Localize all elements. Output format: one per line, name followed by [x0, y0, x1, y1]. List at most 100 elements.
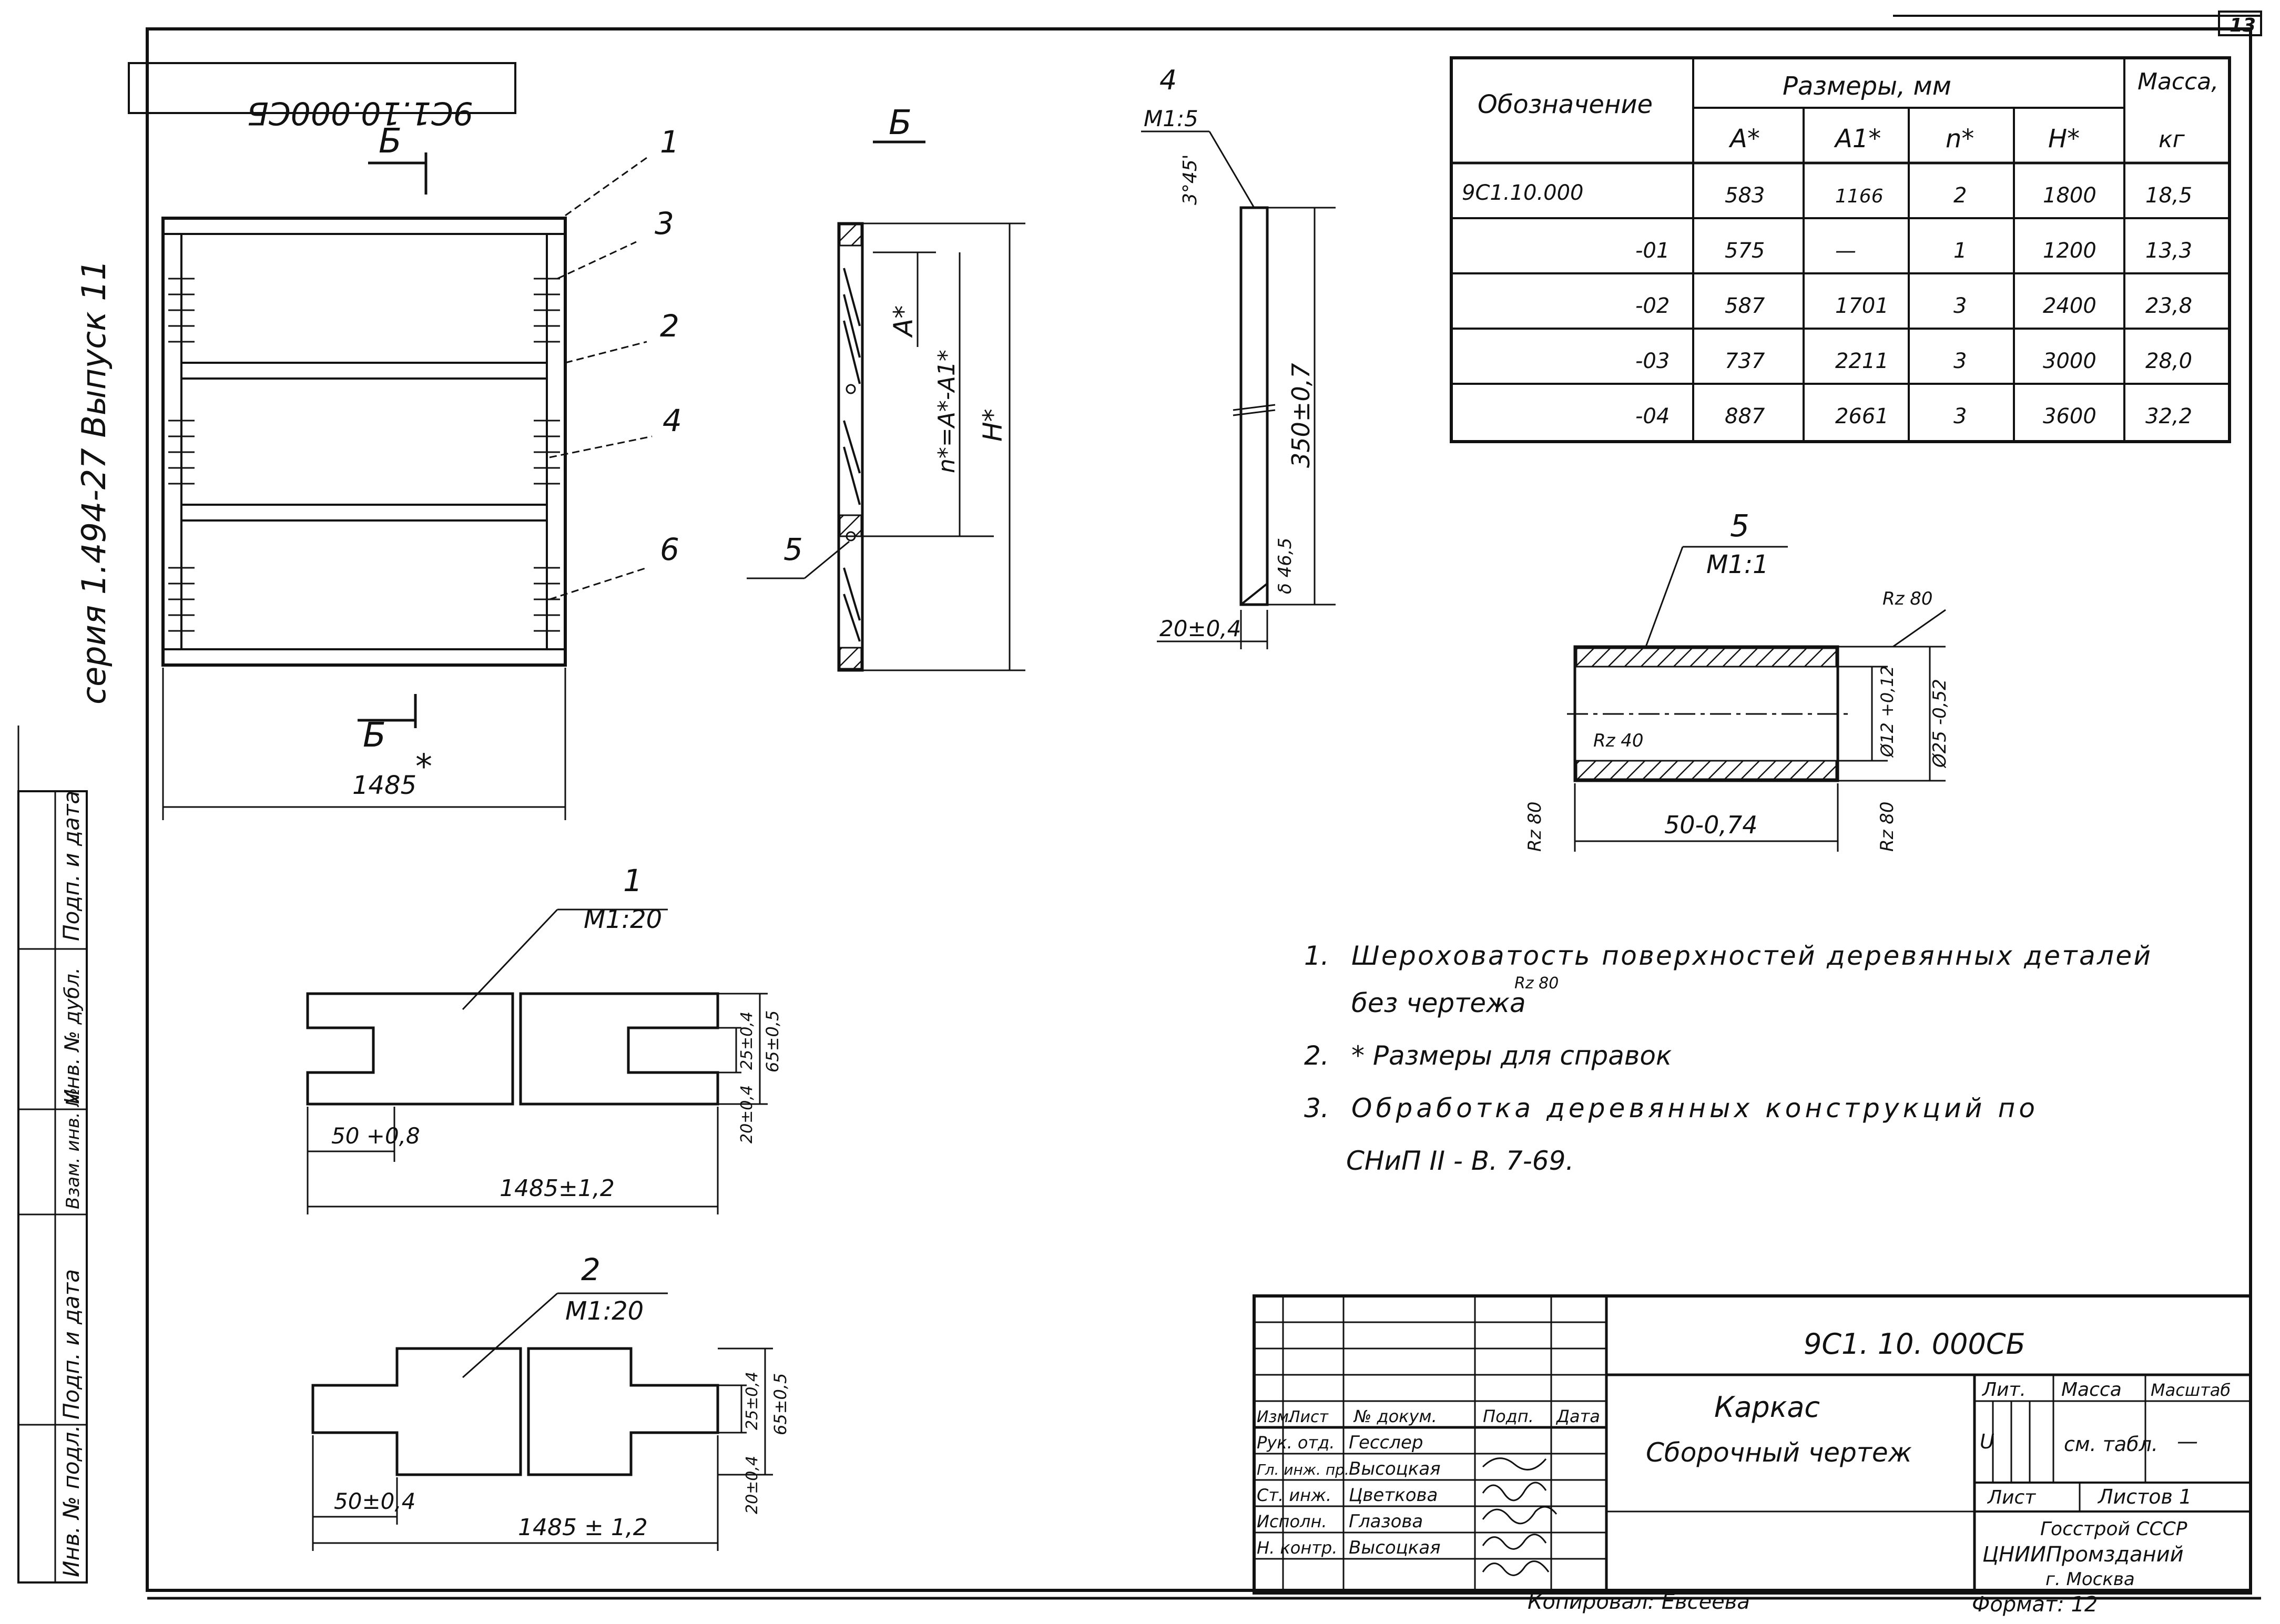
column-header: A* — [1728, 124, 1760, 154]
header-designation: Обозначение — [1478, 90, 1653, 119]
mass-value: см. табл. — [2064, 1433, 2158, 1456]
role-name: Высоцкая — [1349, 1537, 1441, 1558]
scale-label: Масштаб — [2151, 1380, 2231, 1400]
org-line2: ЦНИИПромзданий — [1982, 1543, 2184, 1567]
svg-text:1200: 1200 — [2043, 239, 2096, 263]
detail-1-dim-25: 25±0,4 — [738, 1012, 756, 1070]
svg-text:23,8: 23,8 — [2145, 294, 2192, 318]
detail-5-scale: М1:1 — [1706, 550, 1769, 579]
header-dimensions: Размеры, мм — [1783, 72, 1951, 101]
svg-text:1166: 1166 — [1835, 186, 1884, 207]
table-row: -01 575 — 1 1200 13,3 — [1635, 239, 2192, 263]
svg-text:1800: 1800 — [2043, 183, 2096, 208]
svg-text:737: 737 — [1725, 349, 1765, 373]
note-text: СНиП II - В. 7-69. — [1346, 1146, 1574, 1176]
role-name: Высоцкая — [1349, 1458, 1441, 1479]
column-header: A1* — [1834, 124, 1881, 154]
table-row: -02 587 1701 3 2400 23,8 — [1635, 294, 2192, 318]
role: Исполн. — [1257, 1511, 1327, 1531]
sheets-label: Листов 1 — [2097, 1485, 2192, 1508]
dim-h: H* — [978, 408, 1008, 442]
callout-6: 6 — [660, 532, 679, 567]
side-stamp-cell: Подп. и дата — [58, 791, 84, 941]
title-doc-type: Сборочный чертеж — [1646, 1437, 1912, 1468]
svg-text:3: 3 — [1953, 294, 1967, 318]
svg-text:2: 2 — [1953, 183, 1967, 208]
callout-2: 2 — [660, 308, 679, 344]
detail-2-scale: М1:20 — [565, 1296, 644, 1326]
detail-4-angle: 3°45' — [1179, 154, 1201, 205]
scale-value: — — [2177, 1429, 2198, 1454]
side-stamp-cell: Взам. инв. № — [63, 1088, 84, 1209]
sheet-frame: 13 — [146, 11, 2262, 1600]
col-header: Изм. — [1257, 1408, 1294, 1426]
detail-4-number: 4 — [1159, 65, 1177, 96]
role: Н. контр. — [1257, 1538, 1337, 1558]
title-designation: 9С1. 10. 000СБ — [1804, 1327, 2025, 1361]
detail-2-dim-25: 25±0,4 — [743, 1372, 761, 1430]
table-row: 9С1.10.000 583 1166 2 1800 18,5 — [1462, 181, 2192, 208]
svg-text:583: 583 — [1725, 183, 1765, 208]
note-text: Шероховатость поверхностей деревянных де… — [1351, 941, 2151, 971]
detail-2-dim-total: 1485 ± 1,2 — [518, 1514, 648, 1541]
detail-2-dim-20: 20±0,4 — [743, 1456, 761, 1514]
svg-text:9С1.10.000: 9С1.10.000 — [1462, 181, 1584, 205]
lit-label: Лит. — [1981, 1379, 2026, 1401]
section-marker: Б — [889, 104, 912, 142]
svg-text:3000: 3000 — [2043, 349, 2096, 373]
rotated-stamp: 9С1.10.000СБ — [128, 62, 516, 131]
svg-text:587: 587 — [1725, 294, 1765, 318]
detail-2-dim-left: 50±0,4 — [334, 1488, 415, 1514]
detail-5-rz80-bottom: Rz 80 — [1877, 801, 1898, 852]
main-view: Б — [161, 122, 682, 820]
svg-text:—: — — [1835, 239, 1856, 263]
callout-1: 1 — [660, 124, 679, 160]
svg-text:575: 575 — [1725, 239, 1765, 263]
svg-text:2400: 2400 — [2043, 294, 2096, 318]
col-header: № докум. — [1353, 1406, 1437, 1426]
detail-1-dim-20: 20±0,4 — [738, 1085, 756, 1143]
side-stamp: Подп. и дата Инв. № дубл. Взам. инв. № П… — [17, 726, 88, 1584]
dim-n: n*=A*-A1* — [933, 350, 960, 473]
svg-text:2661: 2661 — [1835, 404, 1889, 428]
role-name: Глазова — [1349, 1511, 1423, 1532]
title-name: Каркас — [1714, 1391, 1820, 1424]
header-mass: Масса, — [2138, 68, 2218, 95]
detail-1-dim-total: 1485±1,2 — [500, 1175, 615, 1202]
callout-4: 4 — [663, 403, 682, 438]
format-label: Формат: 12 — [1972, 1592, 2098, 1617]
svg-text:887: 887 — [1725, 404, 1765, 428]
sheet-number: 13 — [2230, 15, 2256, 36]
column-header: H* — [2048, 124, 2080, 154]
svg-text:3: 3 — [1953, 404, 1967, 428]
sheet-label: Лист — [1987, 1487, 2036, 1508]
table-row: -03 737 2211 3 3000 28,0 — [1635, 349, 2192, 373]
detail-5-rz80: Rz 80 — [1882, 588, 1933, 609]
table-row: -04 887 2661 3 3600 32,2 — [1635, 404, 2192, 428]
header-mass-unit: кг — [2159, 126, 2185, 153]
lit-value: U — [1980, 1430, 1994, 1453]
section-marker: Б — [379, 122, 402, 161]
detail-1-dim-left: 50 +0,8 — [331, 1123, 420, 1149]
role: Ст. инж. — [1257, 1485, 1331, 1505]
detail-2: 2 М1:20 25±0,4 65±0,5 20±0,4 50±0,4 1485… — [311, 1252, 790, 1551]
notes: 1. Шероховатость поверхностей деревянных… — [1304, 941, 2151, 1176]
org-line3: г. Москва — [2045, 1569, 2135, 1590]
detail-2-number: 2 — [581, 1252, 600, 1288]
svg-text:-02: -02 — [1635, 294, 1670, 318]
signatures — [1482, 1457, 1558, 1576]
note-text: Обработка деревянных конструкций по — [1351, 1093, 2035, 1123]
detail-5-rz80-left: Rz 80 — [1524, 801, 1545, 852]
svg-text:2211: 2211 — [1835, 349, 1889, 373]
role-name: Цветкова — [1349, 1485, 1438, 1506]
section-callout-5: 5 — [783, 532, 803, 567]
note-text: без чертежа — [1351, 988, 1526, 1018]
width-dimension: 1485 — [352, 771, 416, 800]
detail-5-length: 50-0,74 — [1664, 811, 1758, 839]
detail-2-dim-65: 65±0,5 — [770, 1373, 790, 1435]
detail-4-length: 350±0,7 — [1287, 363, 1315, 468]
section-marker: Б — [363, 716, 386, 755]
svg-text:28,0: 28,0 — [2145, 349, 2192, 373]
section-view: Б 5 A* n*=A*-A1* H* — [747, 104, 1025, 672]
mass-label: Масса — [2061, 1379, 2122, 1401]
